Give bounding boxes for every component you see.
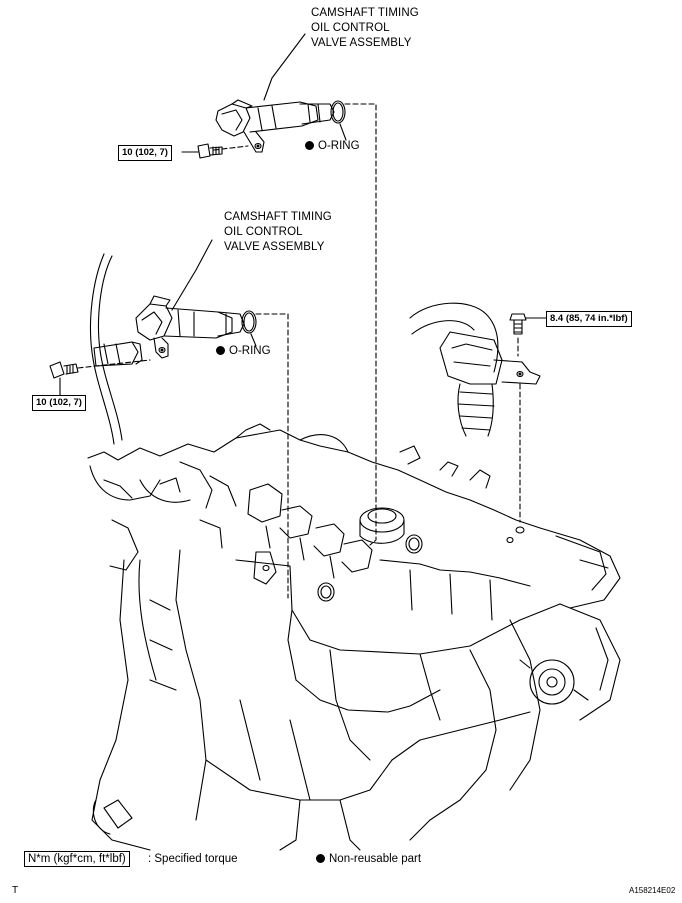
right-bolt bbox=[509, 313, 527, 335]
legend-torque-unit-box: N*m (kgf*cm, ft*lbf) bbox=[24, 851, 130, 867]
top-dashed-leader bbox=[213, 103, 377, 546]
top-bolt bbox=[197, 143, 223, 159]
engine-dark-details bbox=[160, 144, 522, 376]
top-o-ring-text: O-RING bbox=[318, 140, 360, 152]
mid-oil-control-valve bbox=[135, 239, 245, 359]
legend-torque-description: : Specified torque bbox=[148, 853, 238, 865]
top-o-ring bbox=[330, 100, 347, 141]
top-valve-label-line3: VALVE ASSEMBLY bbox=[311, 37, 412, 49]
right-dashed-leader bbox=[517, 337, 521, 523]
non-reusable-dot-icon bbox=[216, 346, 225, 355]
top-oil-control-valve bbox=[215, 33, 335, 153]
engine-block bbox=[87, 423, 621, 851]
legend-non-reusable-text: Non-reusable part bbox=[329, 853, 422, 865]
top-o-ring-label: O-RING bbox=[305, 140, 360, 152]
mid-dashed-leader bbox=[77, 313, 289, 599]
wiring-harness bbox=[89, 253, 143, 445]
top-valve-label-line2: OIL CONTROL bbox=[311, 22, 390, 34]
figure-id: A158214E02 bbox=[629, 886, 676, 895]
right-bolt-torque-spec: 8.4 (85, 74 in.*lbf) bbox=[546, 311, 632, 327]
top-valve-label-line1: CAMSHAFT TIMING bbox=[311, 7, 419, 19]
mid-bolt bbox=[49, 361, 79, 379]
legend-non-reusable: Non-reusable part bbox=[316, 853, 421, 865]
top-bolt-torque-spec: 10 (102, 7) bbox=[118, 145, 172, 161]
hose-assembly bbox=[409, 302, 541, 437]
mid-o-ring-label: O-RING bbox=[216, 345, 271, 357]
non-reusable-legend-dot-icon bbox=[316, 854, 325, 863]
mid-valve-label-line1: CAMSHAFT TIMING bbox=[224, 211, 332, 223]
mid-valve-label-line2: OIL CONTROL bbox=[224, 226, 303, 238]
non-reusable-dot-icon bbox=[305, 141, 314, 150]
mid-o-ring-text: O-RING bbox=[229, 345, 271, 357]
mid-o-ring bbox=[241, 310, 257, 347]
footer-left-mark: T bbox=[12, 885, 19, 896]
mid-bolt-torque-spec: 10 (102, 7) bbox=[32, 395, 86, 411]
mid-valve-label-line3: VALVE ASSEMBLY bbox=[224, 241, 325, 253]
